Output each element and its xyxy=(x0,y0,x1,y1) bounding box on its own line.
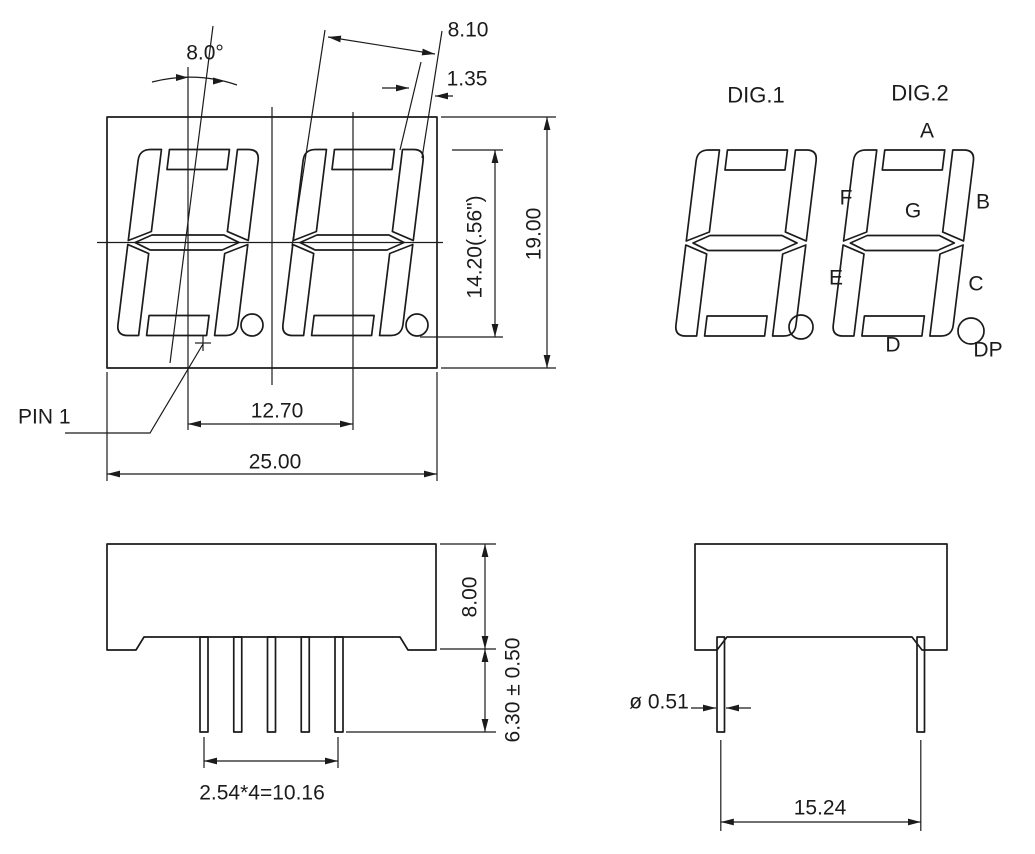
pin-length-label: 6.30 ± 0.50 xyxy=(502,638,525,743)
side-pin-2 xyxy=(232,636,243,733)
tilt-axis-line xyxy=(169,25,214,364)
dig1-title: DIG.1 xyxy=(727,83,784,108)
segment-label-c: C xyxy=(968,273,983,296)
end-body-outline xyxy=(694,543,948,651)
side-pin-5 xyxy=(334,636,344,733)
front-view: 8.0° 8.10 1.35 14.20(.56") 19.00 12.70 2… xyxy=(18,19,556,481)
segment-label-g: G xyxy=(905,200,921,223)
pin-pitch-label: 2.54*4=10.16 xyxy=(199,782,325,805)
segment-label-f: F xyxy=(840,187,853,210)
segment-label-dp: DP xyxy=(973,339,1002,362)
digit1-dp-outline xyxy=(240,313,264,337)
digit-height-label: 14.20(.56") xyxy=(464,195,487,298)
segment-label-b: B xyxy=(976,191,990,214)
package-height-label: 19.00 xyxy=(523,208,546,261)
side-view: 8.00 6.30 ± 0.50 2.54*4=10.16 xyxy=(106,543,525,805)
pin-dia-label: ø 0.51 xyxy=(629,691,689,714)
segment-view: DIG.1 DIG.2 A F G B E C D DP xyxy=(673,81,1003,362)
segment-width-label: 1.35 xyxy=(447,68,488,91)
package-width-label: 25.00 xyxy=(249,451,302,474)
end-view: ø 0.51 15.24 xyxy=(629,543,948,831)
digit-width-ext-left xyxy=(291,29,326,247)
dig1-dp-outline xyxy=(788,314,814,340)
side-body-outline xyxy=(106,543,437,651)
segment-label-e: E xyxy=(829,267,843,290)
angle-arrow-right xyxy=(213,77,225,85)
pin1-label: PIN 1 xyxy=(18,406,71,429)
dig2-title: DIG.2 xyxy=(891,81,948,106)
digit-width-dim-line xyxy=(327,35,436,56)
dig1-digit-outline xyxy=(673,149,819,337)
body-depth-label: 8.00 xyxy=(459,577,482,618)
segment-label-a: A xyxy=(920,120,934,143)
angle-arrow-left xyxy=(176,74,188,81)
segment-width-ext-inner xyxy=(399,61,422,151)
side-pin-3 xyxy=(266,636,277,733)
digit-pitch-label: 12.70 xyxy=(251,400,304,423)
segment-label-d: D xyxy=(885,334,900,357)
digit2-dp-outline xyxy=(405,313,429,337)
side-pin-4 xyxy=(300,636,311,733)
digit-width-label: 8.10 xyxy=(448,19,489,42)
end-pin-right xyxy=(916,636,926,733)
tilt-angle-label: 8.0° xyxy=(186,42,224,65)
pin1-leader-line xyxy=(65,343,204,434)
dig2-digit-outline xyxy=(831,149,976,337)
digit-width-ext-right xyxy=(421,30,443,159)
end-pin-left xyxy=(716,636,726,733)
side-pin-1 xyxy=(199,636,209,733)
angle-arc xyxy=(151,76,238,86)
dig2-dp-outline xyxy=(957,317,985,345)
row-spacing-label: 15.24 xyxy=(794,797,847,820)
